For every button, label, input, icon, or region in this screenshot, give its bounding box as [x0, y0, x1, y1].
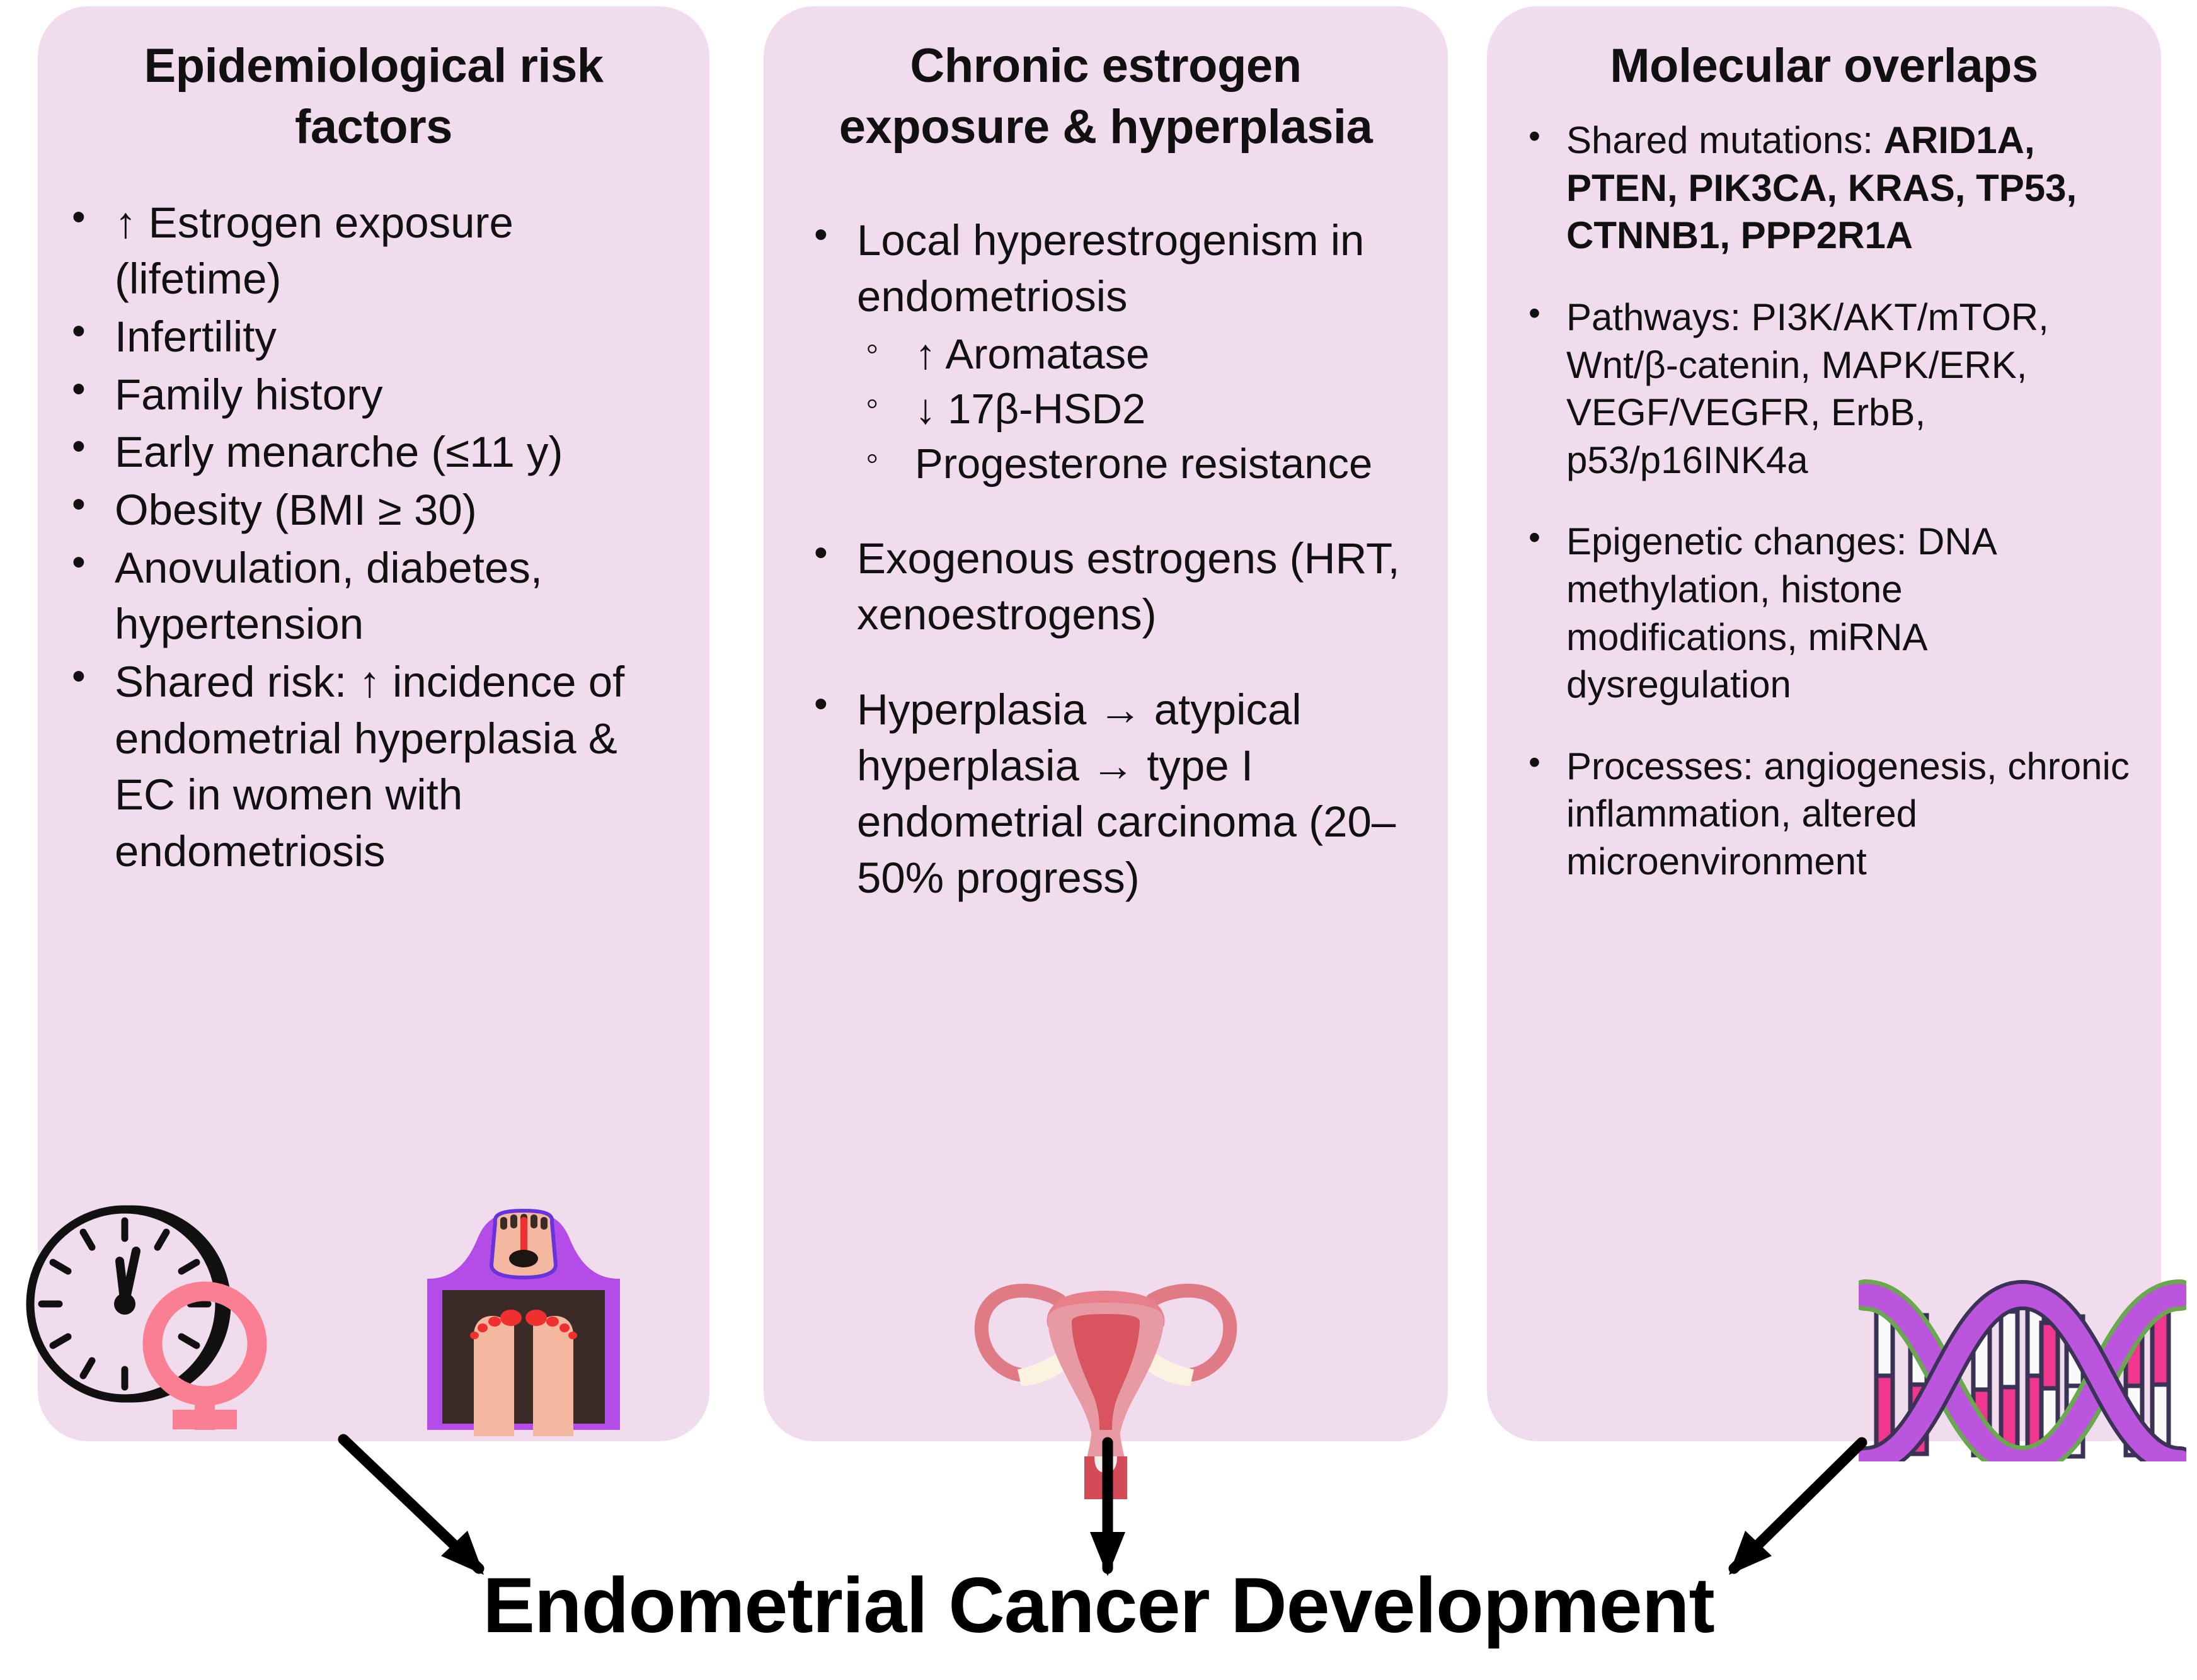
list-item: Shared mutations: ARID1A, PTEN, PIK3CA, …	[1518, 114, 2133, 260]
panel-epidemiological-risk-factors: Epidemiological risk factors ↑ Estrogen …	[38, 6, 709, 1441]
list-item: Local hyperestrogenism in endometriosis	[803, 210, 1420, 324]
panel-2-body: Local hyperestrogenism in endometriosis …	[764, 158, 1448, 906]
list-item: Anovulation, diabetes, hypertension	[60, 537, 684, 653]
panel-2-bullet-list: Local hyperestrogenism in endometriosis …	[803, 210, 1420, 906]
panel-1-title: Epidemiological risk factors	[144, 39, 604, 154]
list-item: ↑ Estrogen exposure (lifetime)	[60, 192, 684, 307]
bullet-lead: Epigenetic changes: DNA methylation, his…	[1566, 520, 1995, 706]
panel-2-sublist: ↑ Aromatase ↓ 17β-HSD2 Progesterone resi…	[803, 324, 1420, 491]
clock-venus-icon	[26, 1205, 267, 1430]
list-item: Pathways: PI3K/AKT/mTOR, Wnt/β-catenin, …	[1518, 291, 2133, 484]
panel-chronic-estrogen-exposure: Chronic estrogen exposure & hyperplasia …	[764, 6, 1448, 1441]
list-item: Family history	[60, 364, 684, 423]
arrow-panel3-to-outcome	[1728, 1437, 1867, 1574]
list-item: Shared risk: ↑ incidence of endometrial …	[60, 651, 684, 880]
list-item: Processes: angiogenesis, chronic inflamm…	[1518, 740, 2133, 886]
arrow-panel1-to-outcome	[338, 1434, 485, 1574]
panel-1-bullet-list: ↑ Estrogen exposure (lifetime) Infertili…	[60, 192, 684, 880]
outcome-title: Endometrial Cancer Development	[483, 1562, 1715, 1649]
sub-list-item: ↑ Aromatase	[857, 324, 1420, 382]
panel-3-body: Shared mutations: ARID1A, PTEN, PIK3CA, …	[1487, 96, 2161, 885]
panel-2-title: Chronic estrogen exposure & hyperplasia	[839, 39, 1373, 154]
list-item: Hyperplasia → atypical hyperplasia → typ…	[803, 679, 1420, 906]
dna-helix-icon	[1859, 1279, 2186, 1461]
bullet-lead: Processes: angiogenesis, chronic inflamm…	[1566, 745, 2130, 883]
panel-3-title: Molecular overlaps	[1610, 39, 2038, 93]
uterus-icon	[974, 1283, 1237, 1499]
list-item: Infertility	[60, 306, 684, 365]
weight-scale-icon	[427, 1208, 620, 1436]
list-item: Epigenetic changes: DNA methylation, his…	[1518, 515, 2133, 708]
gene-list: ARID1A, PTEN, PIK3CA, KRAS, TP53, CTNNB1…	[1566, 119, 2077, 257]
list-item: Early menarche (≤11 y)	[60, 421, 684, 481]
list-item: Exogenous estrogens (HRT, xenoestrogens)	[803, 528, 1420, 643]
sub-list-item: ↓ 17β-HSD2	[857, 379, 1420, 437]
panel-3-bullet-list: Shared mutations: ARID1A, PTEN, PIK3CA, …	[1518, 114, 2133, 886]
list-item: Obesity (BMI ≥ 30)	[60, 479, 684, 539]
bullet-lead: Shared mutations:	[1566, 119, 1884, 162]
sub-list-item: Progesterone resistance	[857, 434, 1420, 491]
bullet-lead: Pathways: PI3K/AKT/mTOR, Wnt/β-catenin, …	[1566, 296, 2049, 481]
panel-molecular-overlaps: Molecular overlaps Shared mutations: ARI…	[1487, 6, 2161, 1441]
panel-1-body: ↑ Estrogen exposure (lifetime) Infertili…	[38, 158, 709, 880]
